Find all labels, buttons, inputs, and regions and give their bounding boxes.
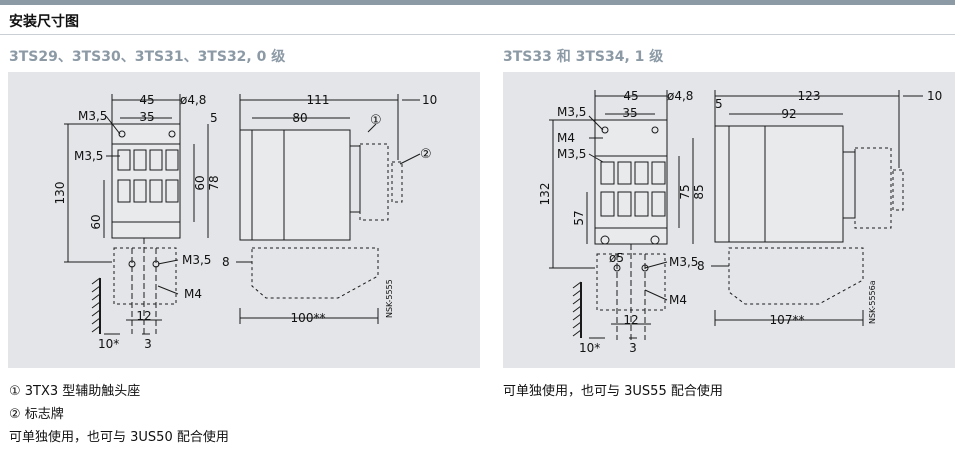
label-m35-bottom: M3,5 (182, 253, 211, 267)
left-note-2: ② 标志牌 (9, 407, 64, 422)
dim-10: 10 (927, 89, 942, 103)
dim-8: 8 (697, 259, 705, 273)
dim-132: 132 (538, 183, 552, 206)
left-side-body (239, 129, 351, 241)
dim-111: 111 (307, 93, 330, 107)
dim-8: 8 (222, 255, 230, 269)
dim-60-a: 60 (89, 214, 103, 229)
label-m4-top: M4 (557, 131, 575, 145)
dim-85: 85 (692, 184, 706, 199)
label-m35-mid: M3,5 (557, 147, 586, 161)
dim-hole-4-8: ø4,8 (180, 93, 206, 107)
page-title: 安装尺寸图 (9, 14, 79, 30)
left-note-3: 可单独使用，也可与 3US50 配合使用 (9, 430, 229, 445)
label-m35-mid: M3,5 (74, 149, 103, 163)
drawing-code: NSK-5555 (385, 279, 394, 318)
dim-107: 107** (770, 313, 805, 327)
dim-123: 123 (798, 89, 821, 103)
dim-3: 3 (144, 337, 152, 351)
dim-45: 45 (139, 93, 154, 107)
dim-45: 45 (623, 89, 638, 103)
dim-10-star: 10* (579, 341, 600, 355)
top-accent-bar (0, 0, 955, 5)
right-side-body (714, 125, 844, 243)
dim-60-b: 60 (193, 175, 207, 190)
dim-57: 57 (572, 210, 586, 225)
callout-1: ① (370, 113, 382, 128)
label-m35-top: M3,5 (557, 105, 586, 119)
title-divider (0, 34, 955, 35)
dim-12: 12 (136, 309, 151, 323)
left-note-1: ① 3TX3 型辅助触头座 (9, 384, 141, 399)
right-dimension-drawing: 45 35 ø4,8 M3,5 M4 M3,5 M3,5 M4 132 57 7… (503, 72, 955, 368)
dim-5: 5 (210, 111, 218, 125)
dim-78: 78 (207, 175, 221, 190)
dim-5: 5 (715, 97, 723, 111)
dim-35: 35 (622, 106, 637, 120)
dim-130: 130 (53, 182, 67, 205)
label-m35-bottom: M3,5 (669, 255, 698, 269)
right-note-1: 可单独使用，也可与 3US55 配合使用 (503, 384, 723, 399)
dim-92: 92 (781, 107, 796, 121)
dim-80: 80 (292, 111, 307, 125)
dim-3: 3 (629, 341, 637, 355)
dim-75: 75 (678, 184, 692, 199)
label-m4: M4 (184, 287, 202, 301)
callout-2: ② (420, 147, 432, 162)
dim-35: 35 (139, 110, 154, 124)
label-m35-top: M3,5 (78, 109, 107, 123)
dim-hole-4-8: ø4,8 (667, 89, 693, 103)
label-m4-bottom: M4 (669, 293, 687, 307)
dim-10: 10 (422, 93, 437, 107)
left-dimension-drawing: 45 35 ø4,8 M3,5 M3,5 M3,5 M4 130 60 60 7… (8, 72, 480, 368)
dim-10-star: 10* (98, 337, 119, 351)
left-drawing-svg: 45 35 ø4,8 M3,5 M3,5 M3,5 M4 130 60 60 7… (53, 93, 437, 351)
dim-12: 12 (623, 313, 638, 327)
dim-hole-5: ø5 (609, 251, 624, 265)
right-drawing-svg: 45 35 ø4,8 M3,5 M4 M3,5 M3,5 M4 132 57 7… (538, 89, 942, 355)
drawing-code: NSK-5556a (868, 280, 877, 324)
dim-100: 100** (291, 311, 326, 325)
right-panel-title: 3TS33 和 3TS34, 1 级 (503, 49, 664, 65)
left-panel-title: 3TS29、3TS30、3TS31、3TS32, 0 级 (9, 49, 286, 65)
